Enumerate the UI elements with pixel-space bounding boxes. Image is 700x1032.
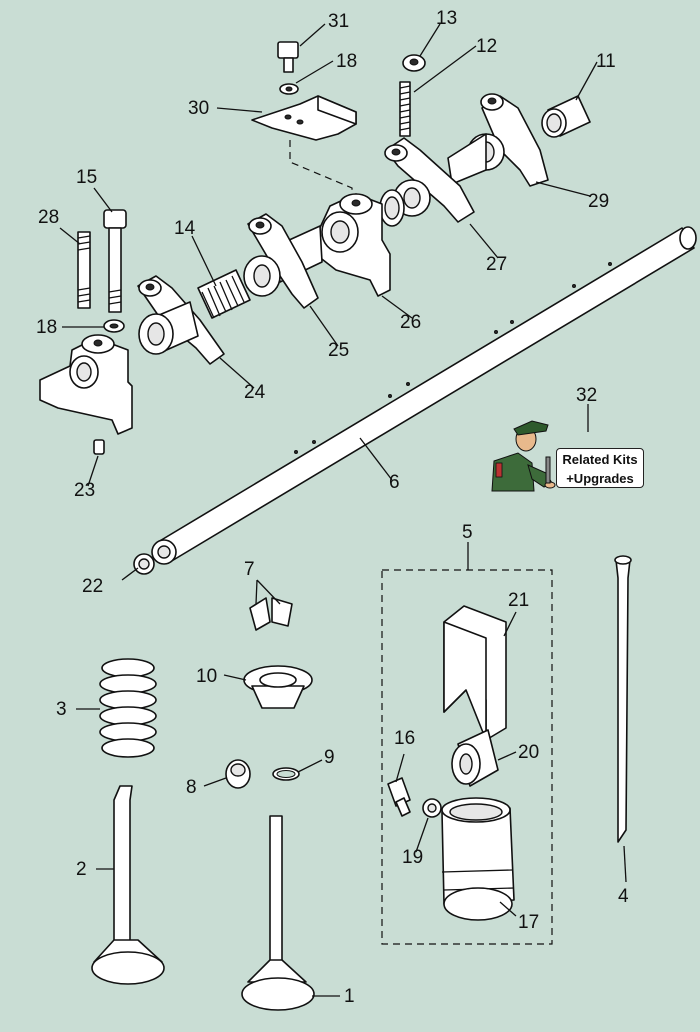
part-rocker-pedestal-left <box>39 334 133 435</box>
callout-31: 31 <box>328 11 349 32</box>
part-2-valve <box>91 785 165 985</box>
part-17-cam-follower <box>441 797 515 921</box>
part-11-bush <box>541 95 591 138</box>
part-3-valve-spring <box>99 658 157 758</box>
callout-18-top: 18 <box>336 51 357 72</box>
part-4-pushrod <box>614 555 632 843</box>
callout-18-lower: 18 <box>36 317 57 338</box>
callout-3: 3 <box>56 699 67 720</box>
callout-14: 14 <box>174 218 196 239</box>
callout-8: 8 <box>186 777 197 798</box>
part-13-nut <box>402 54 426 72</box>
callout-30: 30 <box>188 98 209 119</box>
upgrades-text: +Upgrades <box>566 471 634 486</box>
callout-32: 32 <box>576 385 597 406</box>
callout-16: 16 <box>394 728 415 749</box>
part-8-oil-seal <box>225 759 251 789</box>
callout-11: 11 <box>596 51 616 72</box>
mechanic-icon <box>491 420 556 492</box>
part-23-dowel <box>93 439 105 455</box>
part-10-spring-cap <box>243 665 313 709</box>
callout-9: 9 <box>324 747 335 768</box>
callout-19: 19 <box>402 847 423 868</box>
part-1-valve <box>241 815 315 1011</box>
part-24-rocker-arm <box>137 275 225 365</box>
part-31-bolt <box>277 41 299 73</box>
part-14-spring <box>197 269 251 319</box>
callout-4: 4 <box>618 886 629 907</box>
callout-24: 24 <box>244 382 266 403</box>
part-28-stud <box>77 231 91 309</box>
callout-13: 13 <box>436 8 457 29</box>
part-30-bracket <box>251 95 357 141</box>
related-kits-upgrades-button[interactable] <box>488 413 646 495</box>
callout-6: 6 <box>389 472 400 493</box>
related-kits-label[interactable]: Related Kits +Upgrades <box>556 448 644 488</box>
callout-23: 23 <box>74 480 95 501</box>
callout-21: 21 <box>508 590 529 611</box>
part-16-screw <box>387 777 411 817</box>
part-18-washer <box>279 83 299 95</box>
callout-22: 22 <box>82 576 103 597</box>
callout-7: 7 <box>244 559 255 580</box>
callout-15: 15 <box>76 167 97 188</box>
part-21-tappet-guide <box>443 605 507 741</box>
part-7-collets <box>249 597 293 631</box>
callout-25: 25 <box>328 340 349 361</box>
part-22-plug <box>133 553 155 575</box>
callout-29: 29 <box>588 191 609 212</box>
callout-12: 12 <box>476 36 497 57</box>
callout-28: 28 <box>38 207 59 228</box>
related-kits-text: Related Kits <box>562 452 638 467</box>
callout-20: 20 <box>518 742 539 763</box>
callout-10: 10 <box>196 666 217 687</box>
part-9-o-ring <box>272 767 300 781</box>
part-12-adjuster-screw <box>399 81 411 137</box>
callout-17: 17 <box>518 912 539 933</box>
callout-1: 1 <box>344 986 355 1007</box>
callout-5: 5 <box>462 522 473 543</box>
callout-26: 26 <box>400 312 421 333</box>
part-18-washer-lower <box>103 319 125 333</box>
part-20-roller <box>451 729 499 787</box>
callout-27: 27 <box>486 254 507 275</box>
callout-2: 2 <box>76 859 87 880</box>
part-6-rocker-shaft <box>151 226 697 565</box>
part-25-rocker-arm <box>243 213 319 309</box>
part-26-rocker-pedestal <box>317 193 391 297</box>
leader-lines <box>59 23 627 997</box>
kit-5-boundary <box>381 569 553 945</box>
part-15-bolt <box>103 209 127 313</box>
part-19-washer <box>422 798 442 818</box>
callout-labels: 31 18 30 13 12 11 29 27 26 25 24 28 15 1… <box>36 8 629 1007</box>
